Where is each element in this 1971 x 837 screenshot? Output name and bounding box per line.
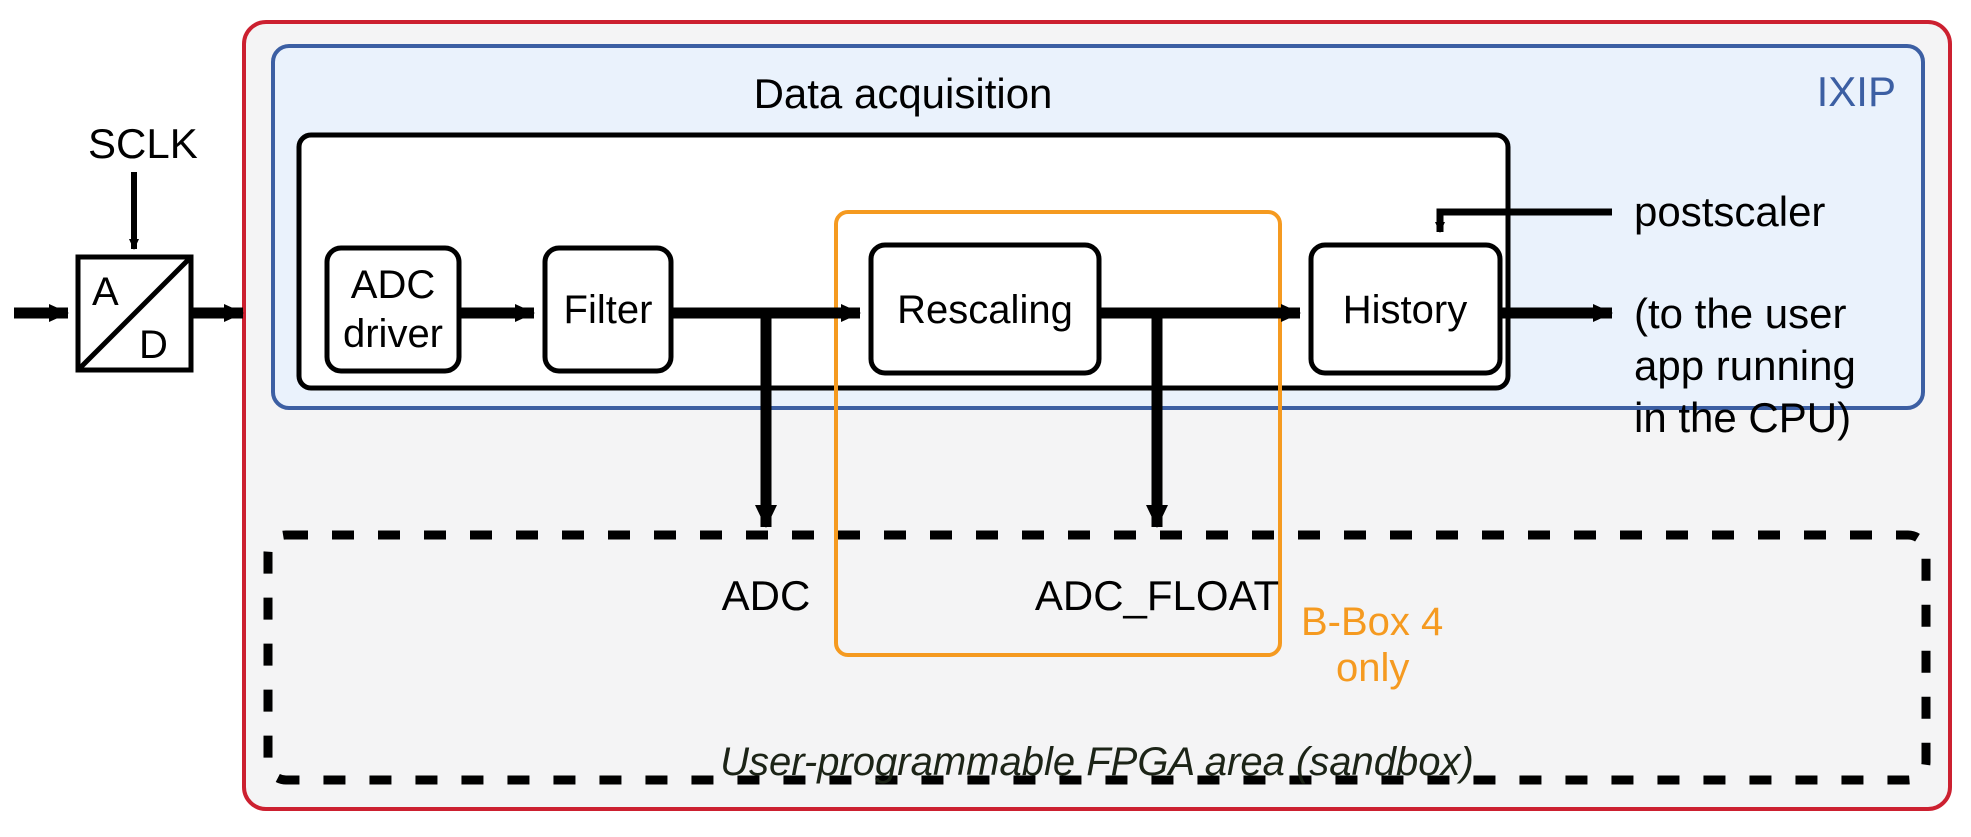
adc-symbol-digital-label: D: [139, 323, 168, 367]
postscaler-label: postscaler: [1634, 188, 1825, 235]
output-note-line3: in the CPU): [1634, 394, 1851, 441]
sandbox-region: [263, 530, 1931, 785]
sandbox-label: User-programmable FPGA area (sandbox): [720, 740, 1474, 784]
postscaler-control-line: [1435, 208, 1612, 233]
output-note-line1: (to the user: [1634, 290, 1846, 337]
bbox4-note-line2: only: [1336, 646, 1409, 690]
tap-adc-label: ADC: [722, 572, 811, 619]
block-filter-label: Filter: [564, 288, 653, 332]
ixip-label: IXIP: [1817, 68, 1896, 115]
tap-adc-float-label: ADC_FLOAT: [1035, 572, 1279, 619]
output-note-line2: app running: [1634, 342, 1856, 389]
adc-symbol-analog-label: A: [92, 270, 119, 314]
sclk-label: SCLK: [88, 120, 198, 167]
block-adc-driver-label-line2: driver: [343, 312, 443, 356]
data-acquisition-title: Data acquisition: [754, 70, 1053, 117]
bbox4-note-line1: B-Box 4: [1301, 600, 1443, 644]
adc-diagonal-line: [78, 257, 191, 370]
block-rescaling-label: Rescaling: [897, 288, 1073, 332]
bbox4-region: [834, 210, 1282, 657]
block-history-label: History: [1343, 288, 1467, 332]
block-adc-driver-label-line1: ADC: [351, 263, 435, 307]
